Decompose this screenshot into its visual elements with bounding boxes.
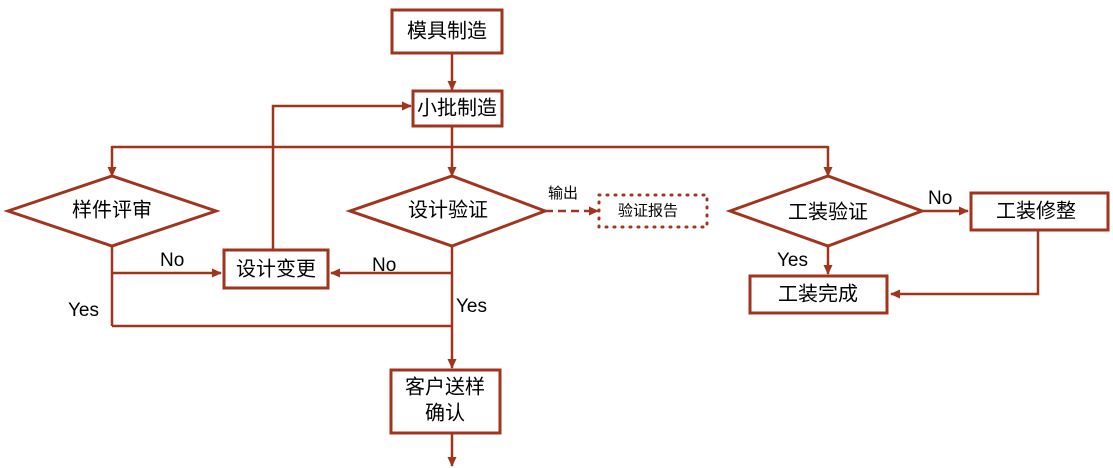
verify-no-label: No <box>372 255 396 276</box>
design-verify-label: 设计验证 <box>408 198 488 222</box>
tooling-done-box <box>748 274 889 315</box>
verify-yes-label: Yes <box>456 296 487 317</box>
arrow-change-to-batch <box>271 101 412 249</box>
edge-labels: No Yes No Yes 输出 No Yes <box>68 184 952 321</box>
tooling-no-label: No <box>928 188 952 209</box>
review-yes-label: Yes <box>68 300 99 321</box>
customer-confirm-label-line1: 客户送样 <box>405 375 485 399</box>
output-label: 输出 <box>548 184 578 202</box>
small-batch-box <box>411 89 504 128</box>
connectors <box>107 54 1040 467</box>
arrow-fix-to-done <box>890 231 1040 299</box>
mold-making-box <box>390 8 504 55</box>
review-no-label: No <box>160 250 184 271</box>
tooling-fix-box <box>969 191 1110 232</box>
tooling-verify-diamond <box>725 174 927 248</box>
node-labels: 模具制造 小批制造 样件评审 设计验证 工装验证 设计变更 验证报告 工装修整 … <box>72 19 1076 425</box>
tooling-yes-label: Yes <box>777 250 808 271</box>
tooling-fix-label: 工装修整 <box>996 199 1076 223</box>
customer-confirm-label-line2: 确认 <box>425 401 465 425</box>
mold-making-label: 模具制造 <box>407 19 487 43</box>
sample-review-diamond <box>3 174 221 248</box>
tooling-verify-label: 工装验证 <box>788 200 868 224</box>
sample-review-label: 样件评审 <box>72 198 152 222</box>
tooling-done-label: 工装完成 <box>778 282 858 306</box>
node-shapes <box>3 8 1110 435</box>
small-batch-label: 小批制造 <box>417 96 497 120</box>
verify-report-box <box>597 193 709 229</box>
design-change-label: 设计变更 <box>236 257 316 281</box>
customer-confirm-box <box>389 368 502 435</box>
design-verify-diamond <box>345 174 550 248</box>
design-change-box <box>222 248 330 290</box>
verify-report-label: 验证报告 <box>618 202 678 220</box>
